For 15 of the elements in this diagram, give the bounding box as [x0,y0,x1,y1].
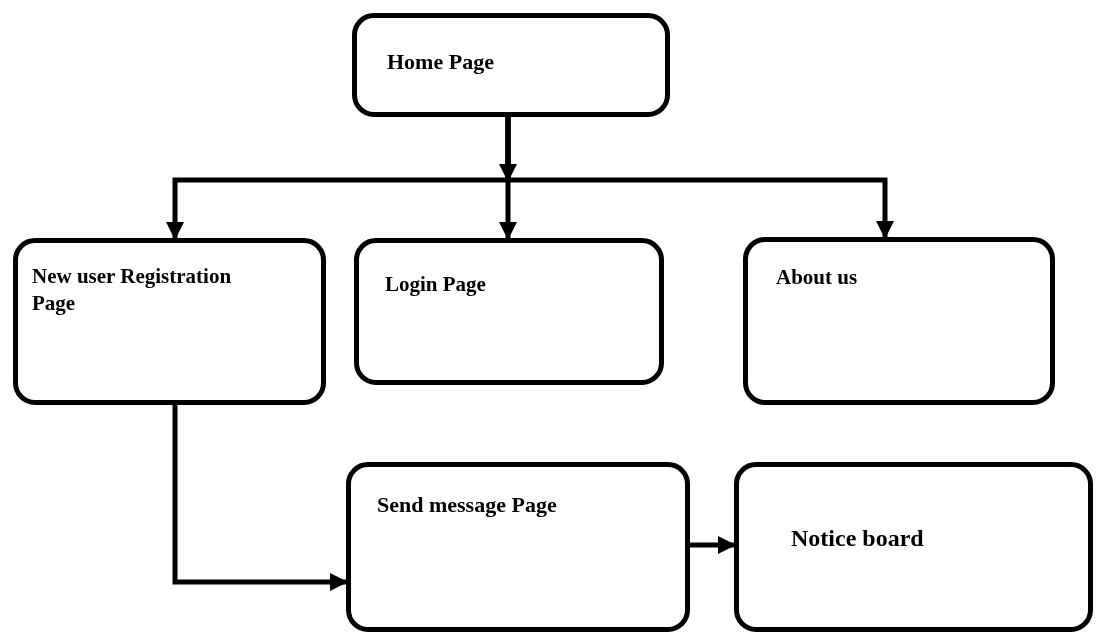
page-box [13,238,326,405]
page-box [743,237,1055,405]
page-box [352,13,670,117]
page-label: Home Page [387,48,495,76]
arrow [172,405,348,591]
page-box [346,462,690,632]
page-label: Login Page [385,271,487,298]
page-label: New user Registration Page [32,263,233,318]
page-label: Send message Page [377,491,558,519]
page-box [354,238,664,385]
page-label: Notice board [791,524,925,553]
page-label: About us [776,264,859,291]
arrow [505,117,894,239]
page-box [734,462,1093,632]
arrow [690,536,736,554]
